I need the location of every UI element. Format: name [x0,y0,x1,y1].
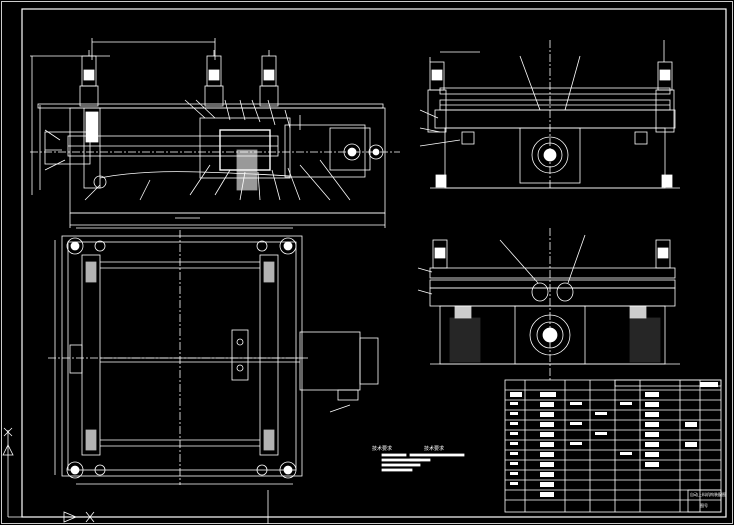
top-view [48,227,379,485]
x-axis-arrow-icon [63,511,78,523]
inner-border [21,8,727,518]
notes-heading-left: 技术要求 [372,446,393,452]
ucs-icon [2,427,269,524]
y-axis-arrow-icon [2,444,14,456]
side-view [419,40,680,190]
section-view [417,228,680,380]
title-block-title: 自动上料机构装配图 [690,492,726,497]
front-view [30,38,400,228]
title-block-sheet: 图号 [700,503,708,508]
bom-table [504,379,722,513]
technical-notes [381,453,465,472]
notes-heading-right: 技术要求 [424,446,445,452]
